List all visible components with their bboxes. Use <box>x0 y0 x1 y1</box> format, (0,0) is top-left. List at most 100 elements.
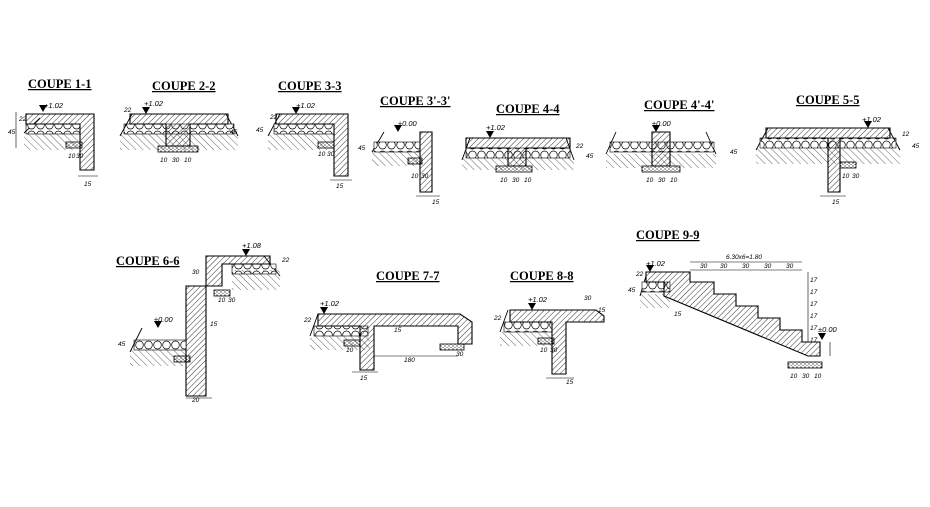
lean-concrete <box>407 157 423 165</box>
section-title: COUPE 4'-4' <box>644 98 714 112</box>
level-mark: +1.08 <box>242 241 262 250</box>
dim-label: 22 <box>575 143 584 150</box>
dim-label: 17 <box>810 313 818 320</box>
lean-concrete <box>839 161 857 169</box>
dim-label: 22 <box>18 116 27 123</box>
section-title: COUPE 9-9 <box>636 228 700 242</box>
dim-label: 22 <box>123 107 132 114</box>
dim-label: 10 <box>790 373 798 380</box>
lean-concrete <box>641 165 681 173</box>
section-1-1: COUPE 1-1 +1.02 22 45 10 30 15 <box>8 77 98 188</box>
section-6-6: COUPE 6-6 +1.08 ±0.00 22 30 10 30 15 45 … <box>116 241 290 404</box>
dim-label: 30 <box>512 177 520 184</box>
section-title: COUPE 6-6 <box>116 254 180 268</box>
section-4p-4p: COUPE 4'-4' ±0.00 45 10 30 10 <box>605 98 738 184</box>
section-title: COUPE 8-8 <box>510 269 574 283</box>
dim-label: 10 <box>160 157 168 164</box>
dim-label: 45 <box>586 153 594 160</box>
dim-label: 45 <box>912 143 920 150</box>
dim-label: 10 <box>218 297 226 304</box>
level-mark: ±0.00 <box>652 119 672 128</box>
dim-label: 22 <box>493 315 502 322</box>
section-9-9: COUPE 9-9 +1.02 ±0.00 6.30x6=1.80 30 30 … <box>628 228 838 380</box>
lean-concrete <box>537 337 555 345</box>
level-triangle <box>646 265 654 272</box>
dim-label: 30 <box>192 269 200 276</box>
section-3-3: COUPE 3-3 +1.02 22 45 10 30 15 <box>256 79 352 190</box>
dim-label: 45 <box>256 127 264 134</box>
dim-label: 30 <box>421 173 429 180</box>
dim-label: 30 <box>658 177 666 184</box>
level-mark-2: ±0.00 <box>154 315 174 324</box>
dim-label: 10 <box>411 173 419 180</box>
dim-label: 30 <box>852 173 860 180</box>
level-mark: +1.02 <box>862 115 882 124</box>
dim-label: 30 <box>228 297 236 304</box>
level-triangle <box>142 107 150 114</box>
section-8-8: COUPE 8-8 +1.02 22 30 15 10 30 15 <box>493 269 606 386</box>
dim-label: 10 <box>68 153 76 160</box>
level-mark-2: ±0.00 <box>818 325 838 334</box>
concrete-section <box>317 313 473 371</box>
concrete-wall <box>185 285 207 397</box>
dim-label: 30 <box>584 295 592 302</box>
dim-label: 22 <box>635 271 644 278</box>
dim-label: 10 <box>646 177 654 184</box>
level-mark: ±0.00 <box>398 119 418 128</box>
dim-label: 22 <box>269 114 278 121</box>
dim-label: 15 <box>566 379 574 386</box>
level-mark: +1.02 <box>646 259 666 268</box>
section-title: COUPE 4-4 <box>496 102 560 116</box>
soil-hatch <box>24 133 78 150</box>
dim-label: 10 <box>842 173 850 180</box>
level-triangle <box>864 121 872 128</box>
dim-label: 15 <box>336 183 344 190</box>
lean-concrete <box>157 145 199 153</box>
dim-label: 20 <box>191 397 200 404</box>
dim-label: 30 <box>700 263 708 270</box>
dim-label: 12 <box>902 131 910 138</box>
lean-concrete <box>343 339 361 347</box>
dim-label: 30 <box>456 351 464 358</box>
concrete-section <box>509 309 605 375</box>
level-mark: +1.02 <box>144 99 164 108</box>
dim-label: 15 <box>210 321 218 328</box>
gravel-layer <box>25 123 81 135</box>
dim-label: 45 <box>118 341 126 348</box>
ground-line <box>499 309 509 333</box>
dim-label: 15 <box>394 327 402 334</box>
dim-label: 45 <box>358 145 366 152</box>
dim-label: 17 <box>810 337 818 344</box>
level-mark: +1.02 <box>296 101 316 110</box>
dim-label: 17 <box>810 301 818 308</box>
ground-line <box>309 313 319 337</box>
section-2-2: COUPE 2-2 +1.02 22 45 10 30 10 <box>119 79 239 164</box>
dim-label: 10 <box>346 347 354 354</box>
section-title: COUPE 3'-3' <box>380 94 450 108</box>
level-triangle <box>652 125 660 132</box>
level-triangle <box>486 131 494 138</box>
section-title: COUPE 5-5 <box>796 93 860 107</box>
level-mark: +1.02 <box>528 295 548 304</box>
dim-label: 30 <box>742 263 750 270</box>
dim-label: 15 <box>598 307 606 314</box>
dim-label: 17 <box>810 277 818 284</box>
dim-label: 30 <box>76 153 84 160</box>
section-title: COUPE 2-2 <box>152 79 216 93</box>
level-triangle <box>39 105 47 112</box>
dim-label: 180 <box>404 357 415 364</box>
level-triangle <box>818 333 826 340</box>
lean-concrete <box>65 141 83 149</box>
dim-label: 10 <box>318 151 326 158</box>
dim-label: 45 <box>230 129 238 136</box>
dim-label: 17 <box>810 289 818 296</box>
section-title: COUPE 1-1 <box>28 77 92 91</box>
section-7-7: COUPE 7-7 +1.02 22 15 180 30 10 15 <box>303 269 473 382</box>
section-title: COUPE 7-7 <box>376 269 440 283</box>
dim-label: 10 <box>670 177 678 184</box>
level-triangle <box>394 125 402 132</box>
dim-label: 15 <box>84 181 92 188</box>
lean-concrete <box>317 141 335 149</box>
level-triangle <box>320 307 328 314</box>
